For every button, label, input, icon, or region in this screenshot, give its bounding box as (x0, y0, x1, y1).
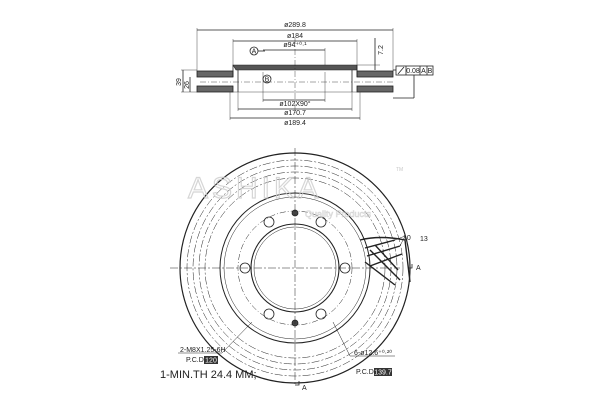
plan-annotations: 10 13 A A 2-M8X1.25-6H P.C.D. 120 6-ø12.… (160, 235, 428, 392)
thread-callout: 2-M8X1.25-6H (180, 347, 226, 354)
dim-outer-dia: ø289.8 (284, 22, 306, 29)
section-view (181, 28, 434, 120)
thread-pcd-value: 120 (205, 358, 217, 365)
dim-hat-height: 7.2 (378, 45, 385, 55)
section-mark-bottom: A (302, 385, 307, 392)
tolerance-ref-a: A (421, 68, 426, 75)
svg-text:Quality Products: Quality Products (305, 209, 372, 219)
tolerance-value: 0.08 (406, 68, 420, 75)
holes-pcd-label: P.C.D. (356, 369, 376, 376)
holes-pcd-value: 139.7 (374, 370, 392, 377)
note-min-thickness: 1-MIN.TH 24.4 MM; (160, 369, 257, 381)
dim-inner-face: ø170.7 (284, 110, 306, 117)
holes-callout: 6-ø12.6⁺⁰·²⁰ (354, 349, 392, 357)
plan-view (170, 148, 413, 386)
dim-center-bore: ø94⁺⁰·¹ (283, 41, 307, 49)
watermark-logo: ASHIKA Quality Products TM (187, 167, 403, 219)
dim-outer-face: ø189.4 (284, 120, 306, 127)
svg-text:ASHIKA: ASHIKA (188, 172, 322, 205)
vane-label-13: 13 (420, 236, 428, 243)
vane-label-10: 10 (403, 235, 411, 242)
tolerance-ref-b: B (428, 68, 433, 75)
datum-b: B (265, 77, 270, 84)
dim-disc-thickness: 26 (184, 81, 191, 89)
datum-a: A (252, 49, 257, 56)
section-dimensions: ø289.8 ø184 ø94⁺⁰·¹ 7.2 39 26 ø102X90° ø… (176, 22, 433, 127)
svg-text:TM: TM (396, 167, 403, 173)
thread-pcd-label: P.C.D. (186, 357, 206, 364)
dim-hat-dia: ø184 (287, 33, 303, 40)
section-mark-right: A (416, 265, 421, 272)
dim-chamfer: ø102X90° (279, 100, 310, 108)
vane-cutaway (359, 236, 411, 286)
dim-total-thickness: 39 (176, 78, 183, 86)
